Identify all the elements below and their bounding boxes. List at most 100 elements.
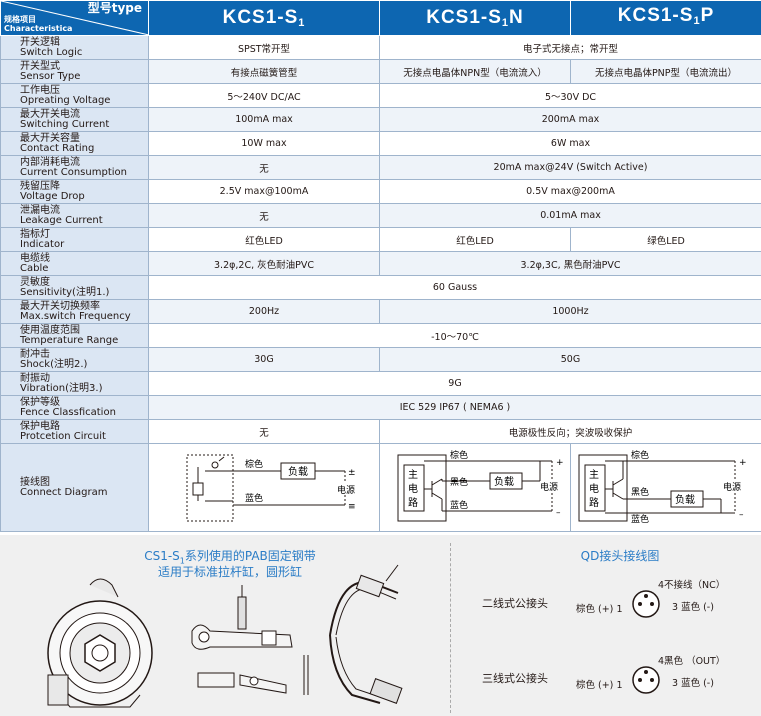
two-wire-label: 二线式公接头 — [482, 597, 548, 610]
cell-value: 5～30V DC — [379, 83, 761, 108]
wire-blue-label: 蓝色 — [450, 499, 468, 511]
diagram-pnp: 主 电 路 棕色 黑色 — [570, 443, 761, 532]
cell-value: 2.5V max@100mA — [148, 179, 380, 204]
main-circuit-char: 电 — [589, 482, 599, 495]
main-circuit-char: 路 — [408, 496, 418, 509]
cell-value: 9G — [148, 371, 761, 396]
cell-value: 5～240V DC/AC — [148, 83, 380, 108]
cell-value: 电源极性反向；突波吸收保护 — [379, 419, 761, 444]
three-wire-label: 三线式公接头 — [482, 672, 548, 685]
polarity-minus: – — [739, 510, 744, 520]
bracket-illustration — [47, 564, 403, 708]
wire-blue-label: 蓝色 — [631, 513, 649, 525]
cell-value: 红色LED — [148, 227, 380, 252]
corner-diagonal — [1, 1, 148, 35]
diagram-npn: 主 电 路 棕色 — [379, 443, 571, 532]
main-circuit-char: 路 — [589, 496, 599, 509]
cell-value: 200mA max — [379, 107, 761, 132]
main-circuit-char: 主 — [589, 469, 599, 481]
wire-black-label: 黑色 — [631, 486, 649, 498]
main-circuit-char: 电 — [408, 482, 418, 495]
steel-band-drawing — [329, 564, 403, 704]
cell-value: 无 — [148, 155, 380, 180]
connector-2wire-icon — [632, 590, 660, 618]
cell-value: 电子式无接点；常开型 — [379, 35, 761, 60]
cell-value: 红色LED — [379, 227, 571, 252]
pin3-label: 3 蓝色 (-) — [672, 678, 714, 689]
cell-value: 50G — [379, 347, 761, 372]
diagram-reed: 棕色 蓝色 负载 ± 电源 ≡ — [148, 443, 380, 532]
wire-brown-label: 棕色 — [245, 458, 263, 470]
qd-title: QD接头接线图 — [580, 549, 660, 563]
cell-value: 无接点电晶体PNP型（电流流出） — [570, 59, 761, 84]
bottom-panel: CS1-S1系列使用的PAB固定钢带 适用于标准拉杆缸，圆形缸 — [0, 535, 761, 716]
pin4-label: 4不接线（NC） — [658, 580, 726, 591]
polarity-plus: + — [739, 458, 747, 468]
wire-black-label: 黑色 — [450, 476, 468, 488]
bracket-title: CS1-S1系列使用的PAB固定钢带 — [144, 549, 316, 566]
model-header-kcs1-s1n: KCS1-S1N — [381, 1, 571, 35]
load-label: 负载 — [494, 475, 514, 488]
model-header-kcs1-s1: KCS1-S1 — [148, 0, 380, 36]
pin4-out-label: 4黑色 （OUT） — [658, 656, 726, 667]
sensor-parts-drawing — [191, 585, 309, 695]
pin1-label: 棕色 (+) 1 — [576, 680, 623, 691]
cell-value: IEC 529 IP67 ( NEMA6 ) — [148, 395, 761, 420]
polarity-minus: ≡ — [348, 502, 356, 512]
cell-value: 绿色LED — [570, 227, 761, 252]
wire-blue-label: 蓝色 — [245, 492, 263, 504]
load-label: 负载 — [675, 493, 695, 506]
cell-value: 100mA max — [148, 107, 380, 132]
cell-value: 3.2φ,2C, 灰色耐油PVC — [148, 251, 380, 276]
corner-item-en: Characteristica — [4, 24, 73, 33]
wiring-diagram-reed: 棕色 蓝色 负载 ± 电源 ≡ — [186, 454, 356, 521]
wire-brown-label: 棕色 — [450, 449, 468, 461]
cell-value: 有接点磁簧管型 — [148, 59, 380, 84]
pin3-label: 3 蓝色 (-) — [672, 602, 714, 613]
power-label: 电源 — [723, 481, 741, 493]
cell-value: 20mA max@24V (Switch Active) — [379, 155, 761, 180]
main-circuit-char: 主 — [408, 469, 418, 481]
cell-value: 30G — [148, 347, 380, 372]
corner-item-cn: 规格项目 — [4, 15, 36, 24]
cell-value: 0.5V max@200mA — [379, 179, 761, 204]
cell-value: 60 Gauss — [148, 275, 761, 300]
load-label: 负载 — [288, 465, 308, 478]
model-header-kcs1-s1p: KCS1-S1P — [617, 4, 715, 27]
polarity-minus: – — [556, 508, 561, 518]
cell-value: 无接点电晶体NPN型（电流流入） — [379, 59, 571, 84]
cell-value: 200Hz — [148, 299, 380, 324]
wiring-diagram-npn: 主 电 路 棕色 — [397, 449, 564, 521]
cell-value: -10～70℃ — [148, 323, 761, 348]
cell-value: 3.2φ,3C, 黑色耐油PVC — [379, 251, 761, 276]
polarity-plus: + — [556, 458, 564, 468]
cell-value: SPST常开型 — [148, 35, 380, 60]
cell-value: 6W max — [379, 131, 761, 156]
wire-brown-label: 棕色 — [631, 449, 649, 461]
